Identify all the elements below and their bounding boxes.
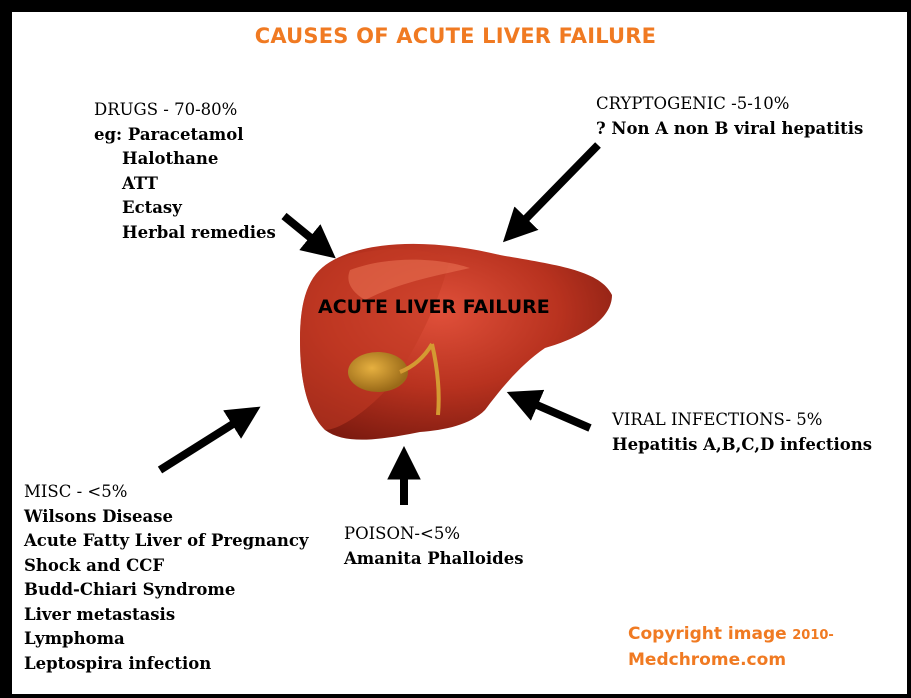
drugs-item-ectasy: Ectasy — [94, 196, 276, 221]
center-label: ACUTE LIVER FAILURE — [318, 296, 550, 318]
drugs-heading: DRUGS - 70-80% — [94, 98, 276, 123]
viral-detail: Hepatitis A,B,C,D infections — [612, 433, 872, 458]
liver-illustration — [300, 244, 612, 440]
arrow-cryptogenic — [510, 145, 598, 235]
poison-detail: Amanita Phalloides — [344, 547, 524, 572]
misc-group: MISC - <5% Wilsons Disease Acute Fatty L… — [24, 480, 308, 676]
cryptogenic-detail: ? Non A non B viral hepatitis — [596, 117, 863, 142]
arrow-drugs — [284, 216, 328, 252]
drugs-item-att: ATT — [94, 172, 276, 197]
poison-heading: POISON-<5% — [344, 522, 524, 547]
misc-item-wilsons: Wilsons Disease — [24, 505, 308, 530]
arrow-viral — [516, 396, 590, 428]
poison-group: POISON-<5% Amanita Phalloides — [344, 522, 524, 571]
drugs-item-halothane: Halothane — [94, 147, 276, 172]
misc-item-leptospira: Leptospira infection — [24, 652, 308, 677]
drugs-example: eg: Paracetamol — [94, 123, 276, 148]
viral-group: VIRAL INFECTIONS- 5% Hepatitis A,B,C,D i… — [612, 408, 872, 457]
drugs-group: DRUGS - 70-80% eg: Paracetamol Halothane… — [94, 98, 276, 245]
misc-item-budd-chiari: Budd-Chiari Syndrome — [24, 578, 308, 603]
misc-item-fatty-liver: Acute Fatty Liver of Pregnancy — [24, 529, 308, 554]
copyright-site: Medchrome.com — [628, 648, 834, 672]
cryptogenic-group: CRYPTOGENIC -5-10% ? Non A non B viral h… — [596, 92, 863, 141]
diagram-title: CAUSES OF ACUTE LIVER FAILURE — [0, 24, 911, 48]
misc-item-metastasis: Liver metastasis — [24, 603, 308, 628]
misc-heading: MISC - <5% — [24, 480, 308, 505]
drugs-item-herbal: Herbal remedies — [94, 221, 276, 246]
cryptogenic-heading: CRYPTOGENIC -5-10% — [596, 92, 863, 117]
viral-heading: VIRAL INFECTIONS- 5% — [612, 408, 872, 433]
gallbladder — [348, 352, 408, 392]
misc-item-lymphoma: Lymphoma — [24, 627, 308, 652]
copyright-year: 2010- — [792, 628, 834, 643]
arrow-misc — [160, 412, 252, 470]
misc-item-shock: Shock and CCF — [24, 554, 308, 579]
copyright-main: Copyright image — [628, 624, 787, 644]
copyright-notice: Copyright image 2010- Medchrome.com — [628, 622, 834, 672]
